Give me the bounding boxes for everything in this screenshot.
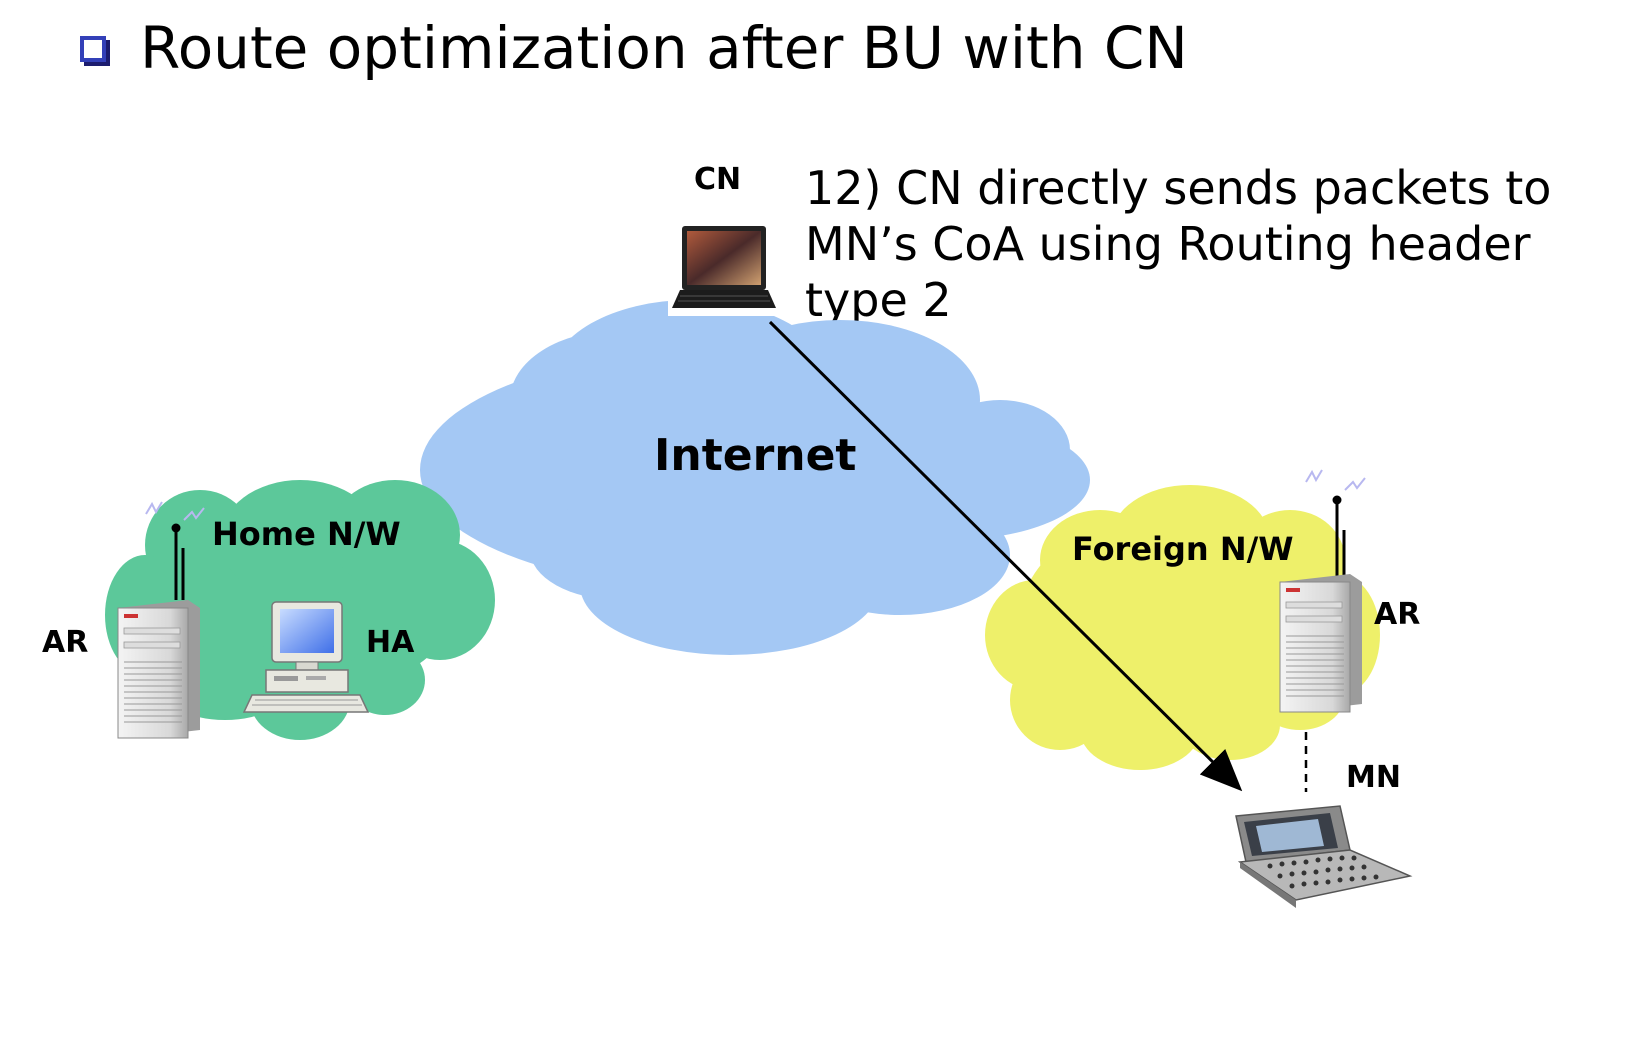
mn-mobile-icon: [1235, 805, 1413, 908]
step-description: 12) CN directly sends packets to MN’s Co…: [805, 160, 1551, 328]
step-line-1: 12) CN directly sends packets to: [805, 161, 1552, 215]
home-ar-antenna-icon: [145, 501, 205, 600]
internet-label: Internet: [654, 430, 857, 481]
home-network-label: Home N/W: [212, 515, 401, 553]
ha-desktop-icon: [242, 601, 370, 713]
bullet-icon: [80, 36, 106, 62]
ha-label: HA: [366, 625, 415, 660]
home-ar-label: AR: [42, 625, 89, 660]
foreign-network-label: Foreign N/W: [1072, 530, 1294, 568]
step-line-2: MN’s CoA using Routing header: [805, 217, 1531, 271]
foreign-ar-server-icon: [1279, 574, 1362, 713]
step-line-3: type 2: [805, 273, 952, 327]
cn-to-mn-arrow: [768, 320, 1243, 792]
home-ar-server-icon: [117, 600, 200, 739]
foreign-ar-antenna-icon: [1305, 469, 1366, 578]
foreign-ar-label: AR: [1374, 597, 1421, 632]
cn-label: CN: [694, 162, 742, 197]
mn-label: MN: [1346, 760, 1401, 795]
cn-laptop-icon: [668, 224, 780, 316]
internet-cloud: [420, 300, 1090, 655]
slide-title: Route optimization after BU with CN: [140, 14, 1188, 82]
